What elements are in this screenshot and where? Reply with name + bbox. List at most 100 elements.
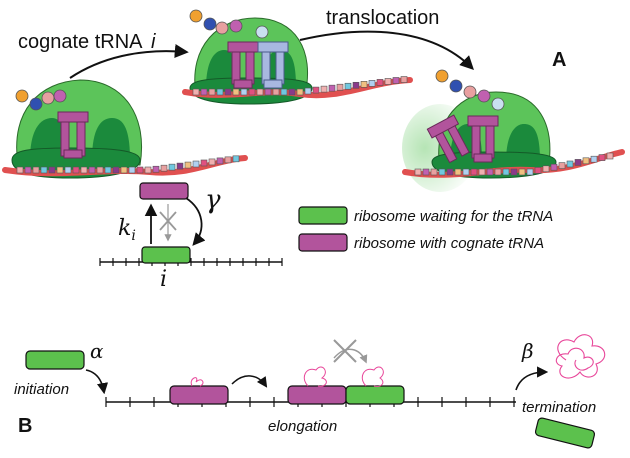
codon xyxy=(120,166,128,174)
codons-1 xyxy=(16,155,240,174)
codon xyxy=(240,88,248,96)
codon xyxy=(566,160,574,168)
panel-b: B initiation α elongation β termination xyxy=(14,334,606,449)
codon xyxy=(288,88,296,96)
codon xyxy=(216,88,224,96)
elongating-ribosome-2 xyxy=(287,385,347,405)
codon xyxy=(304,87,312,95)
codon xyxy=(376,79,384,86)
gamma-arrow xyxy=(185,197,206,246)
codon xyxy=(494,168,502,176)
codon xyxy=(48,166,56,174)
codon xyxy=(486,168,494,176)
codon xyxy=(184,161,192,169)
codon xyxy=(462,168,470,176)
codon xyxy=(400,76,408,83)
codon xyxy=(558,162,566,169)
mrna-3 xyxy=(402,149,625,178)
codon xyxy=(160,164,168,172)
peptide-beads-3 xyxy=(435,69,505,111)
codon xyxy=(598,154,606,161)
codon xyxy=(392,77,400,84)
legend-cognate-label: ribosome with cognate tRNA xyxy=(354,235,544,252)
peptide-2 xyxy=(303,366,327,387)
codon xyxy=(296,88,304,96)
codon xyxy=(144,166,152,174)
codon xyxy=(328,84,336,92)
codon xyxy=(502,168,510,176)
peptide-1 xyxy=(190,377,204,387)
codon xyxy=(216,157,224,165)
gamma-rate-label: γ xyxy=(205,185,221,215)
kinetic-scheme: ki γ i xyxy=(99,182,283,292)
codon xyxy=(128,166,136,174)
codon xyxy=(582,157,590,165)
codon xyxy=(224,156,232,164)
legend: ribosome waiting for the tRNA ribosome w… xyxy=(298,206,553,252)
codon xyxy=(168,163,176,171)
codon xyxy=(470,168,478,176)
codon xyxy=(104,166,112,174)
codon xyxy=(352,81,360,89)
k-rate-label: ki xyxy=(118,216,136,244)
peptide-3 xyxy=(361,366,384,387)
termination-arrow xyxy=(515,366,549,391)
panel-a-label: A xyxy=(552,49,566,71)
initiation-label: initiation xyxy=(14,381,69,398)
codon xyxy=(32,166,40,174)
codon xyxy=(510,168,518,176)
codon xyxy=(200,159,208,167)
translocation-arrow xyxy=(299,30,474,70)
codon xyxy=(320,85,328,93)
codon xyxy=(384,78,392,85)
released-peptide xyxy=(555,334,606,379)
peptide-beads-2 xyxy=(189,9,269,39)
scheme-cognate-ribosome xyxy=(139,182,189,200)
legend-cognate-swatch xyxy=(298,233,348,252)
ribosome-1 xyxy=(11,79,142,179)
termination-label: termination xyxy=(522,399,596,416)
cognate-arrow xyxy=(69,44,189,79)
codon xyxy=(192,88,200,96)
mrna-1 xyxy=(2,155,248,177)
codon xyxy=(446,168,454,176)
codon xyxy=(256,88,264,96)
codon xyxy=(336,83,344,91)
codon xyxy=(152,165,160,173)
codon xyxy=(208,158,216,166)
trna-exiting-3 xyxy=(426,114,470,164)
codon xyxy=(430,168,438,176)
codon xyxy=(360,81,368,88)
initiation-ribosome xyxy=(25,350,85,370)
codon xyxy=(224,88,232,96)
codon xyxy=(312,86,320,94)
trna-blue-2 xyxy=(257,41,289,89)
codon xyxy=(208,88,216,96)
trna-cognate-1 xyxy=(57,111,89,159)
codon xyxy=(192,160,200,168)
codon xyxy=(550,163,558,171)
alpha-label: α xyxy=(90,339,104,363)
codon xyxy=(518,168,526,176)
codon xyxy=(534,167,542,174)
codon xyxy=(88,166,96,174)
codon xyxy=(248,88,256,96)
codon xyxy=(422,168,430,176)
codon xyxy=(136,166,144,174)
blocked-hop-icon xyxy=(333,339,368,364)
legend-waiting-label: ribosome waiting for the tRNA xyxy=(354,208,553,225)
scheme-waiting-ribosome xyxy=(141,246,191,264)
legend-waiting-swatch xyxy=(298,206,348,225)
codon xyxy=(16,166,24,174)
codon xyxy=(72,166,80,174)
codon xyxy=(200,88,208,96)
initiation-arrow xyxy=(85,369,109,395)
elongating-ribosome-3 xyxy=(345,385,405,405)
site-index-label: i xyxy=(160,267,167,292)
codon xyxy=(176,162,184,170)
codon xyxy=(590,155,598,163)
codon xyxy=(574,159,582,166)
codon xyxy=(64,166,72,174)
mrna-2 xyxy=(182,76,413,99)
